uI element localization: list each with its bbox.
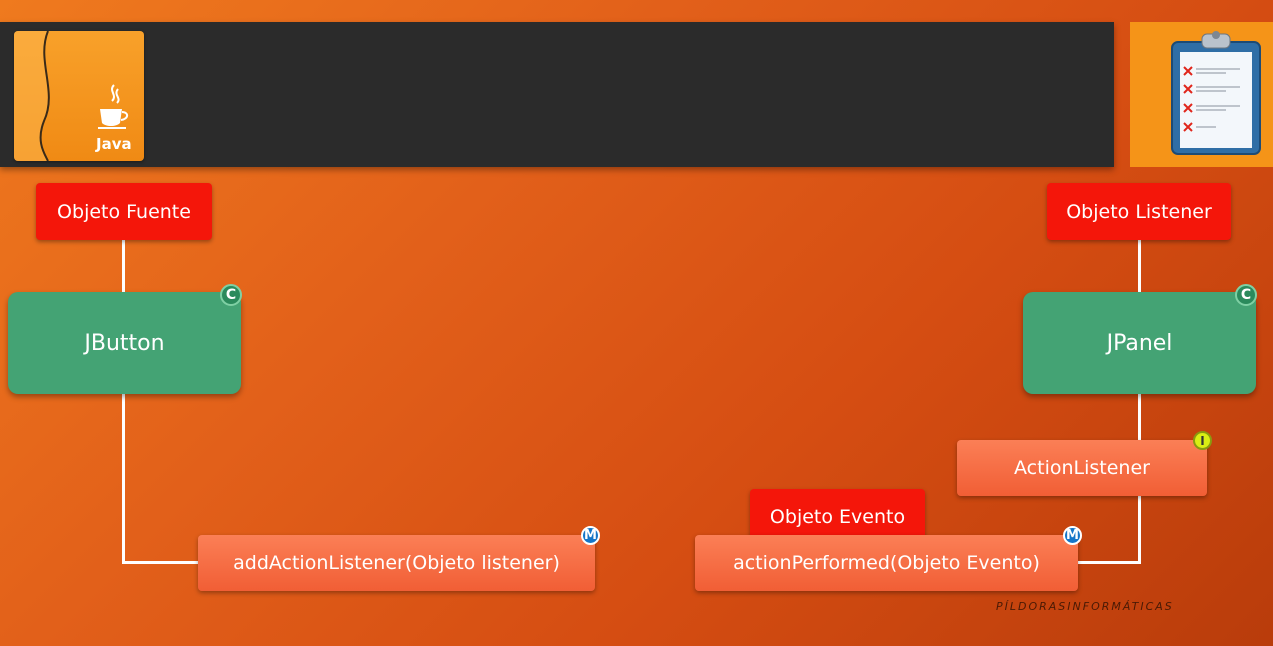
connector-listener-horizontal — [1076, 561, 1141, 564]
connector-listener-bottom — [1138, 496, 1141, 564]
java-coffee-cup-icon — [98, 84, 129, 129]
connector-source-bottom — [122, 394, 125, 564]
listener-object-label: Objeto Listener — [1047, 183, 1231, 240]
connector-listener-top — [1138, 240, 1141, 292]
clipboard-panel — [1130, 22, 1273, 167]
clipboard-checklist-icon — [1171, 31, 1261, 155]
java-logo-text: Java — [96, 135, 132, 153]
jpanel-class-box: JPanel — [1023, 292, 1256, 394]
logo-curve-icon — [14, 31, 50, 161]
connector-listener-mid — [1138, 394, 1141, 440]
header-bar — [0, 22, 1114, 167]
connector-source-top — [122, 240, 125, 292]
interface-badge-icon: I — [1193, 431, 1212, 450]
add-action-listener-method-box: addActionListener(Objeto listener) — [198, 535, 595, 591]
jbutton-class-box: JButton — [8, 292, 241, 394]
watermark-text: PÍLDORASINFORMÁTICAS — [996, 600, 1174, 613]
source-object-label: Objeto Fuente — [36, 183, 212, 240]
method-badge-icon: M — [581, 526, 600, 545]
connector-source-horizontal — [122, 561, 200, 564]
class-badge-icon: C — [1235, 284, 1257, 306]
action-performed-method-box: actionPerformed(Objeto Evento) — [695, 535, 1078, 591]
action-listener-interface-box: ActionListener — [957, 440, 1207, 496]
method-badge-icon: M — [1063, 526, 1082, 545]
java-logo: Java — [14, 31, 144, 161]
class-badge-icon: C — [220, 284, 242, 306]
